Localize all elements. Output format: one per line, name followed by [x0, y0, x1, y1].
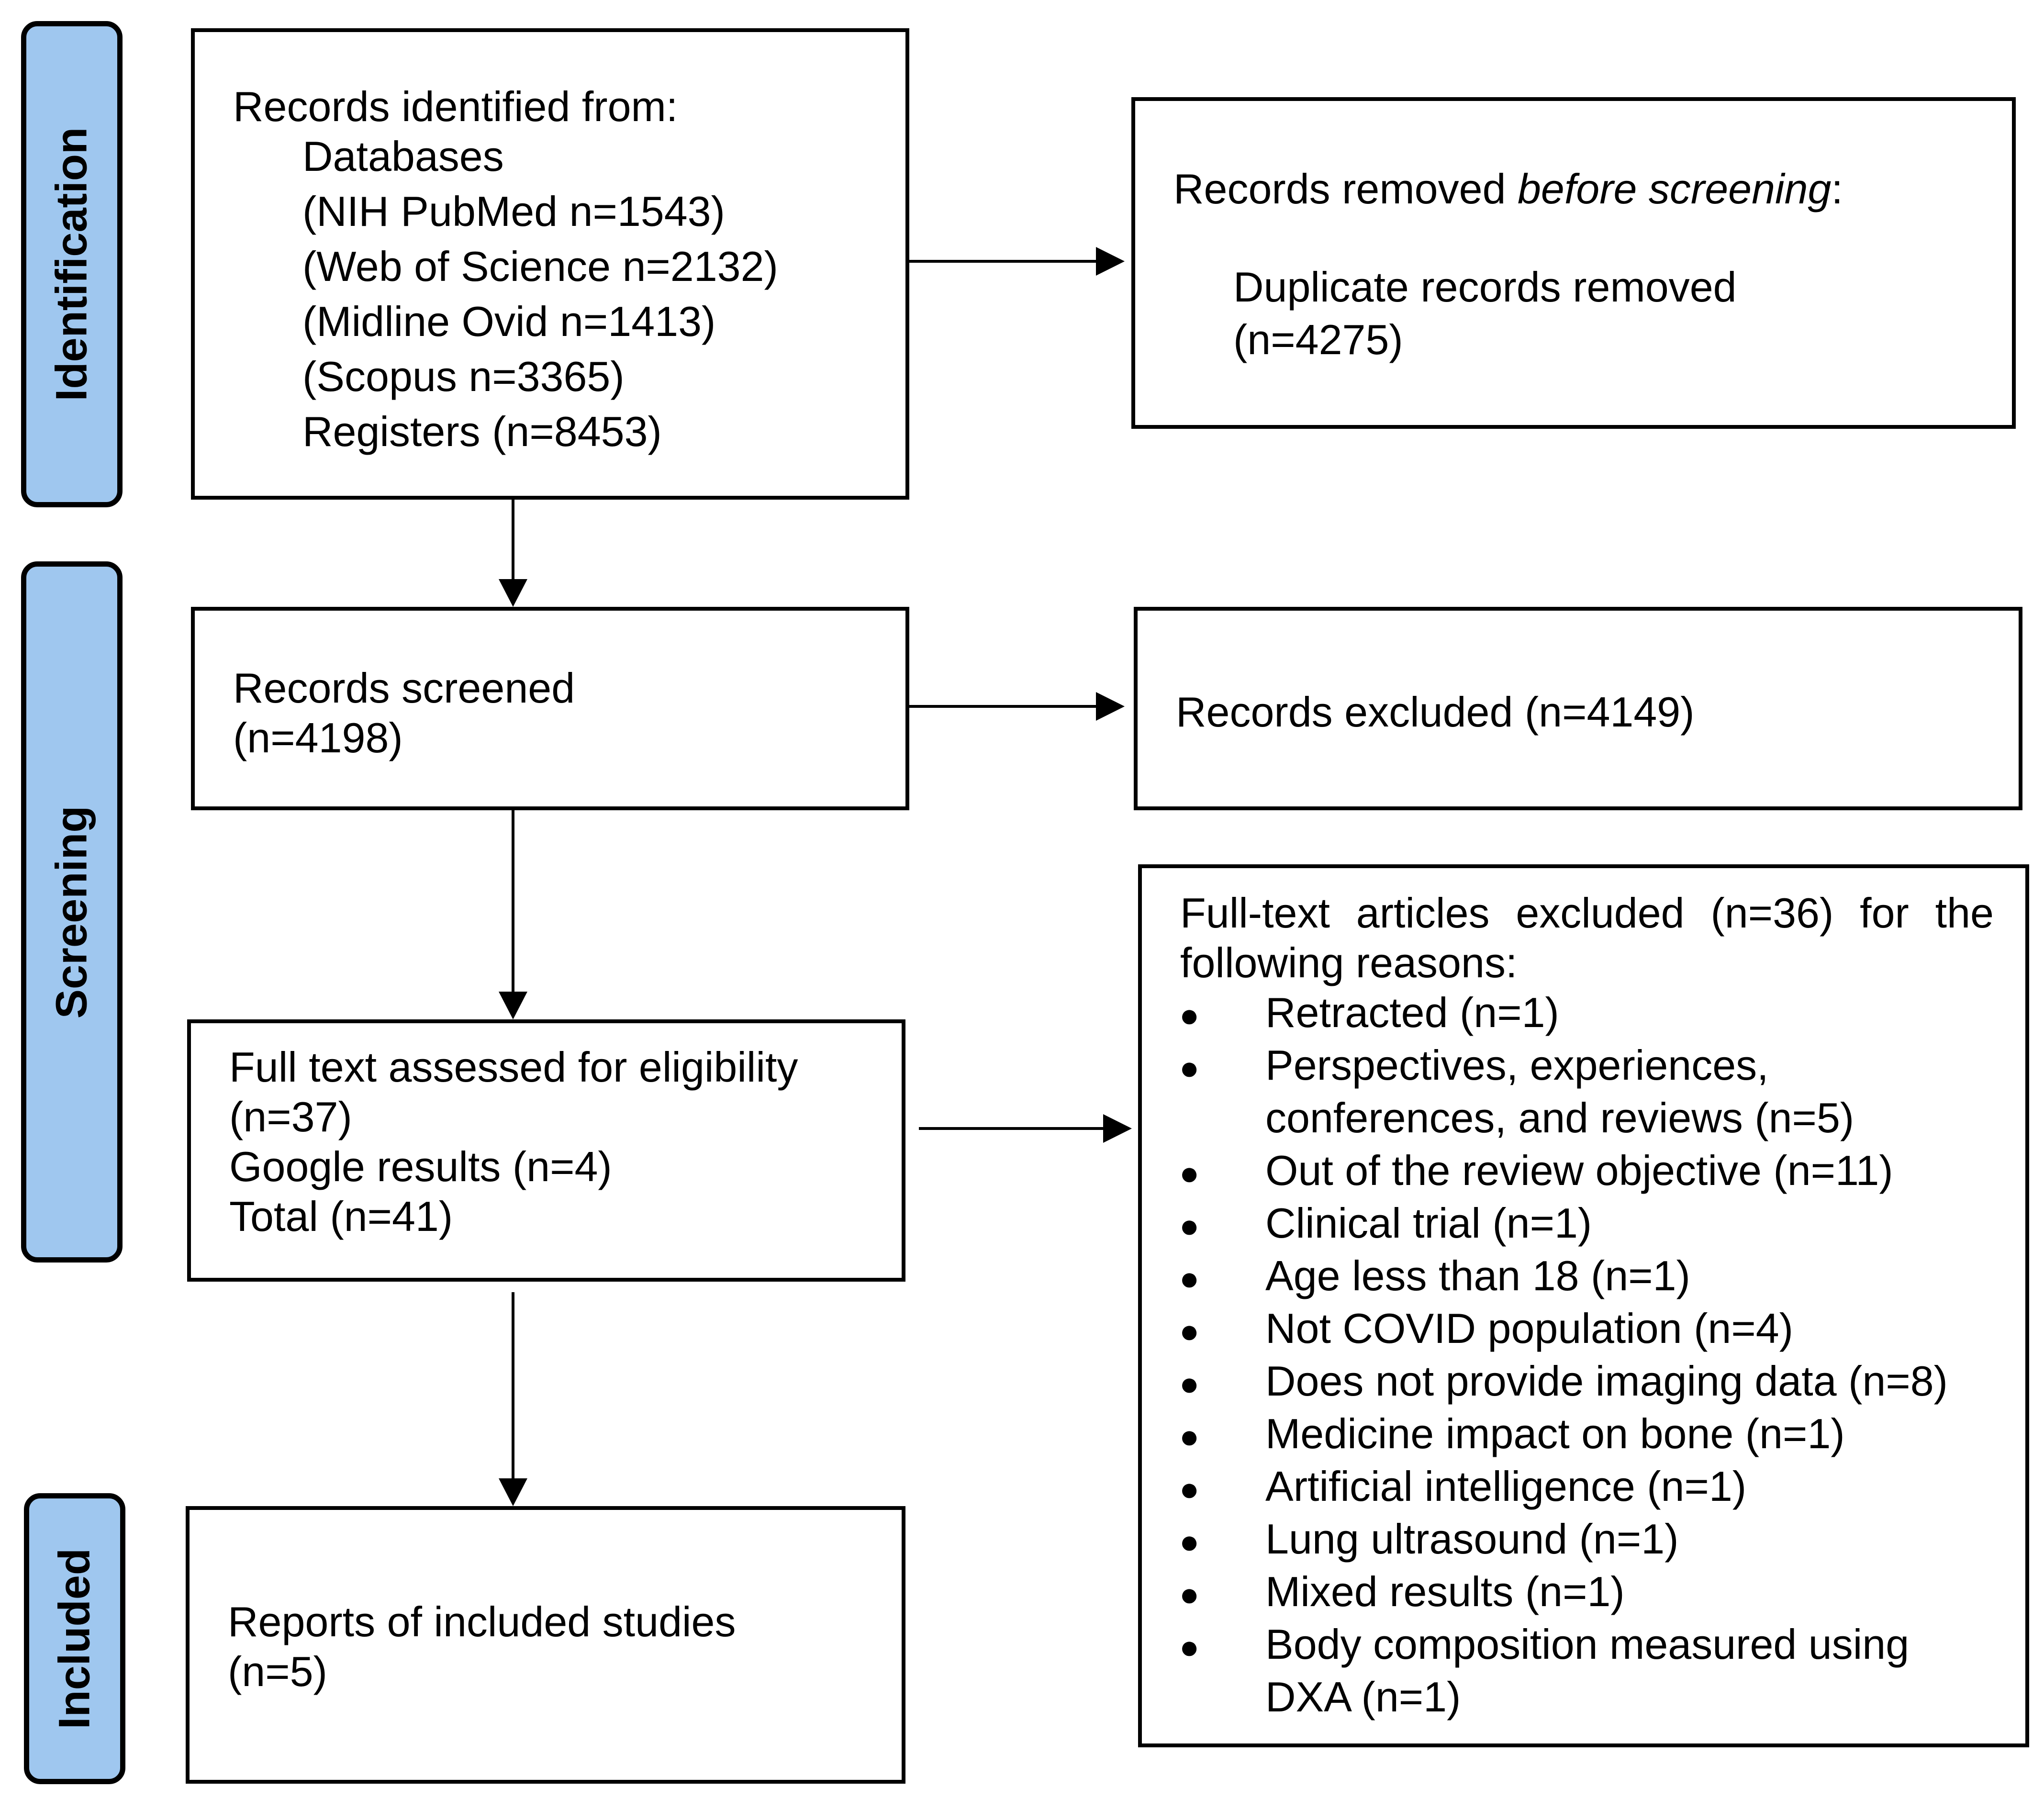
phase-identification: Identification: [21, 21, 123, 507]
phase-included: Included: [24, 1493, 125, 1784]
exclusion-reason-text: Artificial intelligence (n=1): [1265, 1463, 1747, 1510]
fulltext-excluded-header2: following reasons:: [1180, 939, 1518, 986]
box-records-excluded: Records excluded (n=4149): [1134, 607, 2022, 810]
bullet-icon: ●: [1179, 1470, 1200, 1508]
fulltext-line3: Google results (n=4): [229, 1143, 612, 1190]
exclusion-reason-text: Body composition measured using: [1265, 1620, 1910, 1668]
exclusion-reason-text: Mixed results (n=1): [1265, 1568, 1625, 1615]
exclusion-reason-text: Clinical trial (n=1): [1265, 1199, 1592, 1247]
box-records-removed: Records removed before screening: Duplic…: [1131, 97, 2016, 429]
arrowhead-fulltext-to-included: [499, 1478, 527, 1506]
identified-scopus: (Scopus n=3365): [302, 353, 625, 400]
box-records-screened: Records screened (n=4198): [191, 607, 909, 810]
identified-registers: Registers (n=8453): [302, 408, 662, 455]
box-records-identified: Records identified from: Databases (NIH …: [191, 28, 909, 500]
fulltext-line4: Total (n=41): [229, 1193, 453, 1240]
exclusion-reason-text: Retracted (n=1): [1265, 989, 1559, 1036]
box-included-studies: Reports of included studies (n=5): [186, 1506, 905, 1784]
included-line2: (n=5): [228, 1648, 327, 1695]
arrowhead-fulltext-to-excluded: [1103, 1114, 1132, 1143]
removed-line2: (n=4275): [1233, 316, 1403, 363]
arrowhead-screened-to-excluded: [1096, 692, 1125, 721]
exclusion-reason-text: Age less than 18 (n=1): [1265, 1252, 1690, 1299]
included-line1: Reports of included studies: [228, 1598, 736, 1645]
bullet-icon: ●: [1179, 1312, 1200, 1350]
removed-line1: Duplicate records removed: [1233, 263, 1737, 311]
arrowhead-identified-to-removed: [1096, 247, 1125, 276]
exclusion-reason-text: Medicine impact on bone (n=1): [1265, 1410, 1845, 1457]
box-fulltext-assessed: Full text assessed for eligibility (n=37…: [187, 1019, 905, 1282]
excluded-text: Records excluded (n=4149): [1176, 688, 1695, 736]
exclusion-reason-text: DXA (n=1): [1265, 1673, 1461, 1721]
identified-pubmed: (NIH PubMed n=1543): [302, 188, 725, 235]
bullet-icon: ●: [1179, 1365, 1200, 1402]
fulltext-line1: Full text assessed for eligibility: [229, 1043, 798, 1091]
screened-line2: (n=4198): [233, 714, 403, 761]
bullet-icon: ●: [1179, 1628, 1200, 1665]
box-fulltext-excluded: Full-text articles excluded (n=36) for t…: [1138, 864, 2029, 1747]
identified-title: Records identified from:: [233, 83, 678, 130]
bullet-icon: ●: [1179, 1576, 1200, 1613]
bullet-icon: ●: [1179, 996, 1200, 1034]
bullet-icon: ●: [1179, 1207, 1200, 1244]
exclusion-reason-text: Out of the review objective (n=11): [1265, 1147, 1893, 1194]
identified-ovid: (Midline Ovid n=1413): [302, 298, 716, 345]
exclusion-reason-text: Lung ultrasound (n=1): [1265, 1515, 1679, 1563]
exclusion-reason-text: Perspectives, experiences,: [1265, 1041, 1769, 1089]
identified-wos: (Web of Science n=2132): [302, 243, 778, 290]
arrowhead-screened-to-fulltext: [499, 992, 527, 1019]
exclusion-reason-text: conferences, and reviews (n=5): [1265, 1094, 1854, 1141]
fulltext-line2: (n=37): [229, 1093, 352, 1140]
bullet-icon: ●: [1179, 1523, 1200, 1560]
removed-title-italic: before screening: [1517, 165, 1832, 212]
removed-title-prefix: Records removed: [1173, 165, 1518, 212]
removed-title: Records removed before screening:: [1173, 168, 1843, 210]
phase-screening: Screening: [21, 561, 123, 1263]
identified-databases: Databases: [302, 133, 504, 180]
screened-line1: Records screened: [233, 664, 575, 712]
exclusion-reason-text: Does not provide imaging data (n=8): [1265, 1357, 1948, 1405]
exclusion-reason-text: Not COVID population (n=4): [1265, 1305, 1794, 1352]
arrowhead-identified-to-screened: [499, 579, 527, 607]
removed-title-suffix: :: [1831, 165, 1843, 212]
fulltext-excluded-header1: Full-text articles excluded (n=36) for t…: [1180, 889, 1994, 937]
bullet-icon: ●: [1179, 1260, 1200, 1297]
bullet-icon: ●: [1179, 1418, 1200, 1455]
bullet-icon: ●: [1179, 1049, 1200, 1086]
bullet-icon: ●: [1179, 1154, 1200, 1192]
